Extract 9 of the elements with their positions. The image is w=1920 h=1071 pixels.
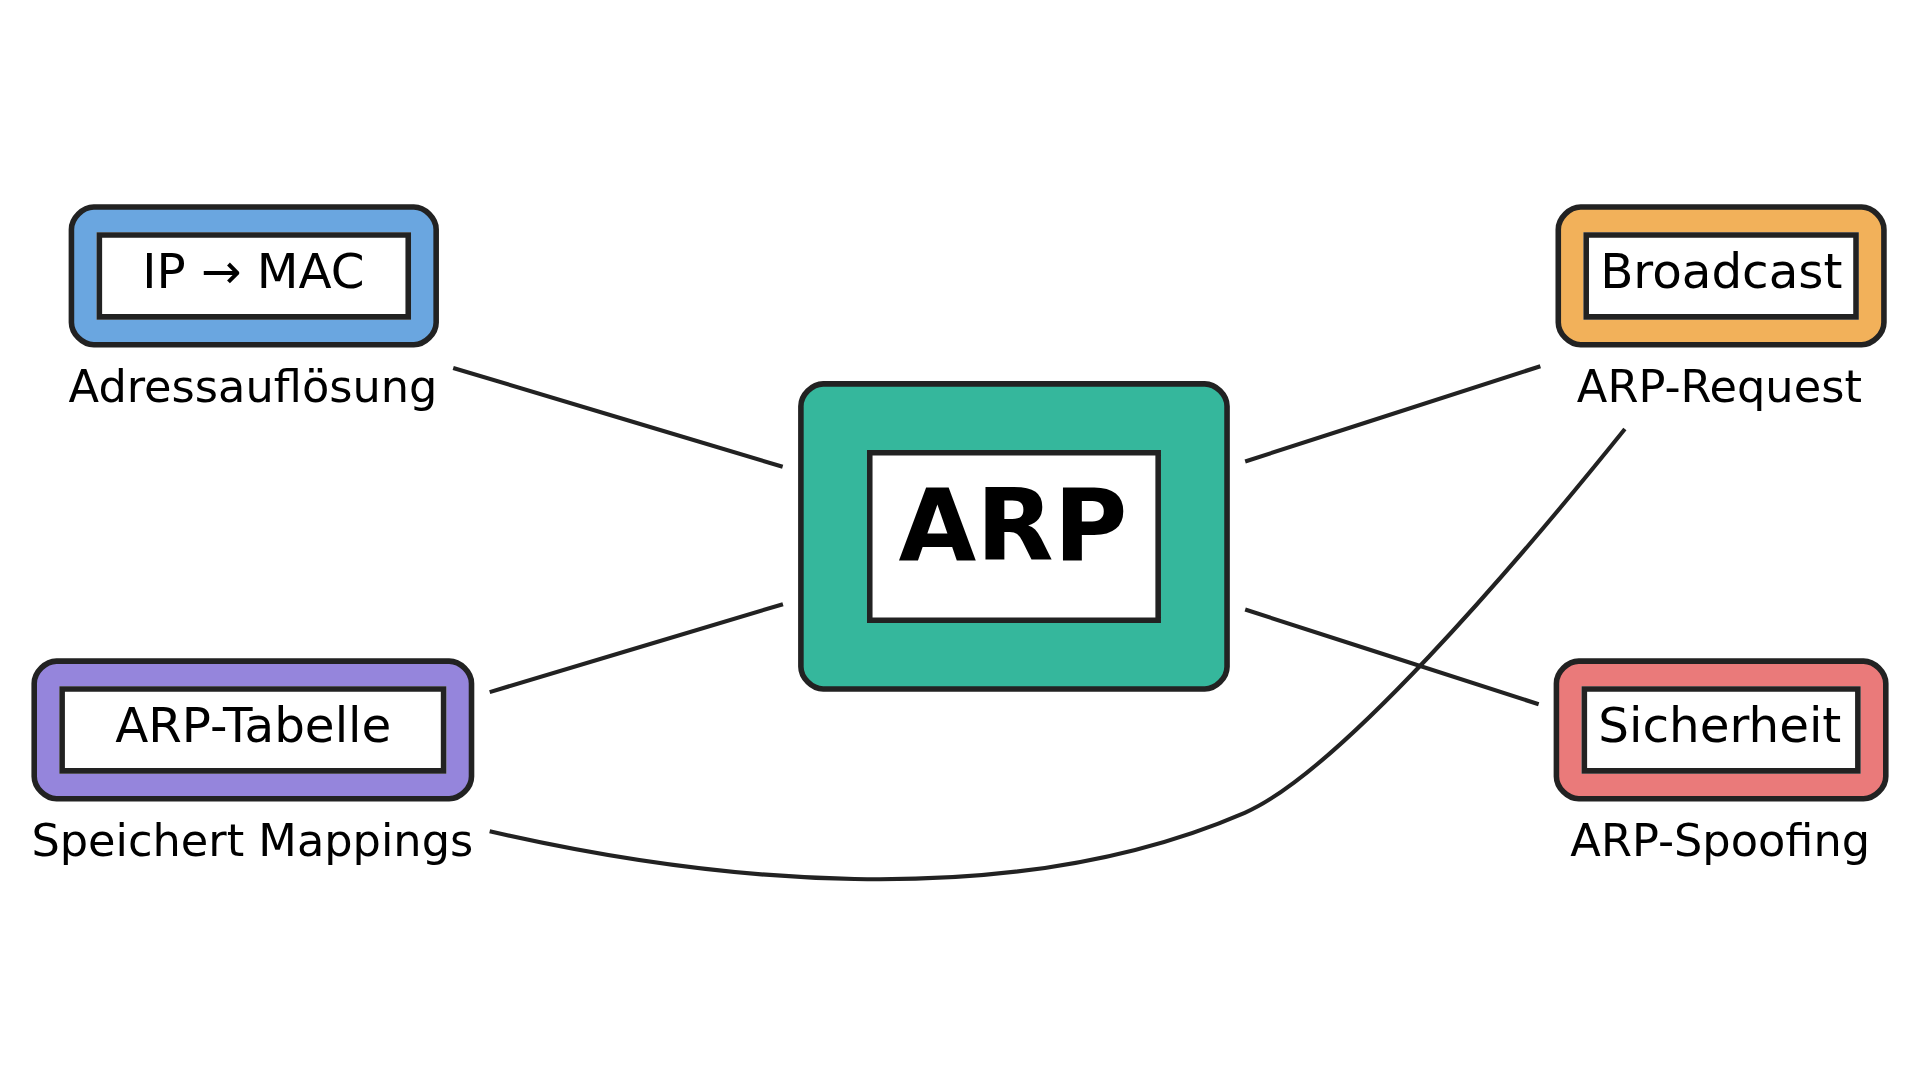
node-label: Speichert Mappings bbox=[31, 814, 474, 867]
connector bbox=[489, 427, 1627, 882]
node-label: ARP-Request bbox=[1576, 360, 1862, 413]
connector bbox=[1244, 364, 1541, 464]
connector bbox=[452, 366, 784, 469]
node-label: ARP-Spoofing bbox=[1570, 814, 1871, 867]
connector bbox=[1244, 607, 1540, 707]
node-label: Adressauflösung bbox=[68, 360, 438, 413]
connector bbox=[489, 602, 784, 695]
